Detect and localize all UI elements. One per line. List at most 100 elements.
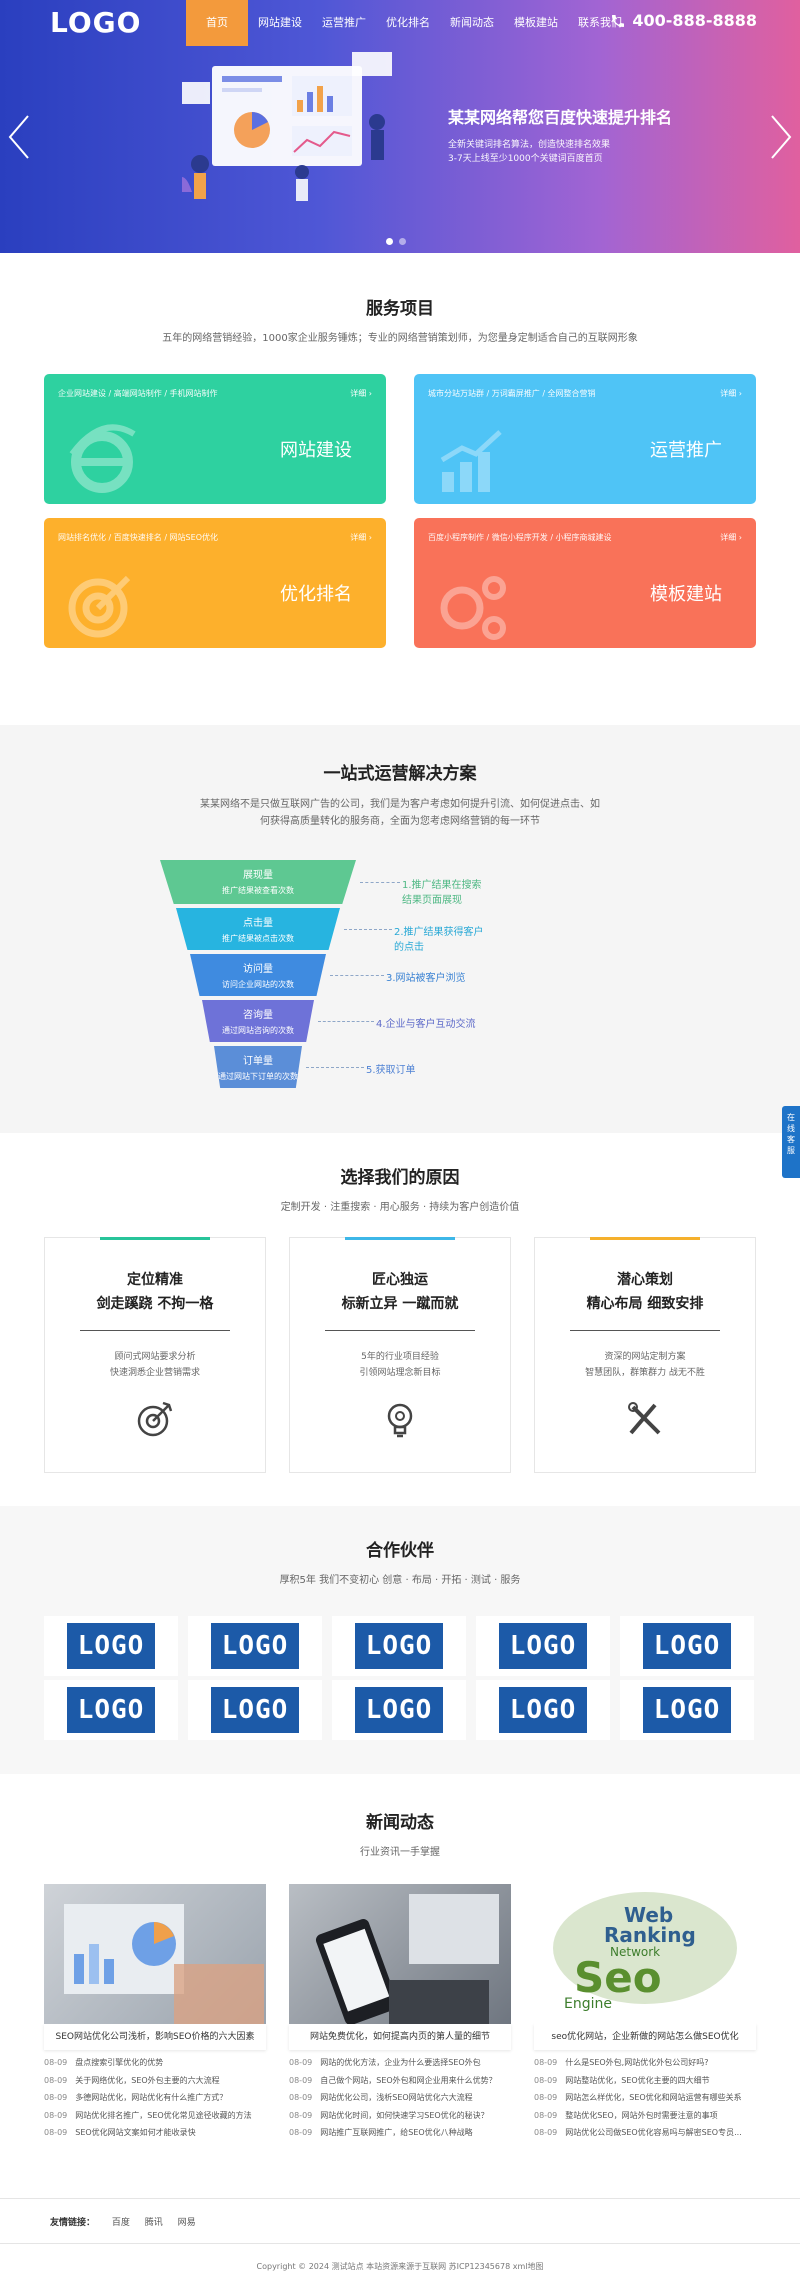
card-tags: 城市分站万站群 / 万词霸屏推广 / 全网整合营销: [428, 389, 596, 398]
partner-logo[interactable]: LOGO: [44, 1680, 178, 1740]
funnel-layer-4: 咨询量通过网站咨询的次数: [202, 1000, 314, 1042]
funnel-label-3: 3.网站被客户浏览: [386, 973, 466, 984]
phone-graphic: [315, 1894, 499, 2024]
news-title-text: 网站整站优化，SEO优化主要的四大细节: [565, 2075, 710, 2085]
card-more-link[interactable]: 详细 ›: [720, 389, 742, 398]
phone-icon: [612, 14, 625, 27]
nav-item-website[interactable]: 网站建设: [258, 16, 302, 29]
why-title: 选择我们的原因: [340, 1168, 460, 1188]
partner-logo-text: LOGO: [67, 1623, 155, 1669]
why-card-heading: 定位精准剑走蹊跷 不拘一格: [45, 1268, 265, 1316]
news-date: 08-09: [534, 2110, 558, 2120]
service-card-operation[interactable]: 城市分站万站群 / 万词霸屏推广 / 全网整合营销 详细 › 运营推广: [414, 374, 756, 504]
link-baidu[interactable]: 百度: [111, 2218, 130, 2228]
banner-line-1: 全新关键词排名算法，创造快速排名效果: [448, 140, 611, 150]
news-caption[interactable]: SEO网站优化公司浅析，影响SEO价格的六大因素: [44, 2024, 266, 2050]
news-caption[interactable]: 网站免费优化，如何提高内页的第人量的细节: [289, 2024, 511, 2050]
why-desc-2: 引领网站理念新目标: [359, 1368, 441, 1378]
service-card-website[interactable]: 企业网站建设 / 高端网站制作 / 手机网站制作 详细 › 网站建设: [44, 374, 386, 504]
service-card-template[interactable]: 百度小程序制作 / 微信小程序开发 / 小程序商城建设 详细 › 模板建站: [414, 518, 756, 648]
card-more-link[interactable]: 详细 ›: [350, 389, 372, 398]
layer-name: 展现量: [243, 870, 273, 881]
news-image-seo-wordcloud[interactable]: Web Ranking Network Seo Engine: [534, 1884, 756, 2024]
partner-logo[interactable]: LOGO: [620, 1616, 754, 1676]
nav-item-news[interactable]: 新闻动态: [450, 16, 494, 29]
nav-item-operation[interactable]: 运营推广: [322, 16, 366, 29]
target-icon: [68, 575, 131, 638]
why-heading-line-2: 剑走蹊跷 不拘一格: [96, 1296, 214, 1312]
why-heading-line-2: 精心布局 细致安排: [586, 1296, 704, 1312]
news-caption[interactable]: seo优化网站，企业新做的网站怎么做SEO优化: [534, 2024, 756, 2050]
news-date: 08-09: [289, 2093, 313, 2102]
funnel-layer-5: 订单量通过网站下订单的次数: [214, 1046, 302, 1088]
solution-text: 某某网络不是只做互联网广告的公司，我们是为客户考虑如何提升引流、如何促进点击、如…: [200, 799, 600, 827]
banner-dot-2[interactable]: [399, 238, 406, 245]
news-image-phone[interactable]: [289, 1884, 511, 2024]
service-card-ranking[interactable]: 网站排名优化 / 百度快速排名 / 网站SEO优化 详细 › 优化排名: [44, 518, 386, 648]
news-date: 08-09: [44, 2075, 68, 2085]
nav-item-contact[interactable]: 联系我们: [578, 16, 622, 29]
why-card-heading: 匠心独运标新立异 一蹴而就: [290, 1268, 510, 1316]
nav-item-home[interactable]: 首页: [186, 0, 248, 46]
news-title-text: 网站优化公司做SEO优化容易吗与解密SEO专员...: [565, 2128, 742, 2137]
news-title-text: SEO优化网站文案如何才能收录快: [75, 2128, 196, 2137]
banner-dot-1[interactable]: [386, 238, 393, 245]
nav-item-ranking[interactable]: 优化排名: [386, 16, 430, 29]
why-card-3: 潜心策划精心布局 细致安排 资深的网站定制方案 智慧团队，群策群力 战无不胜: [534, 1237, 756, 1473]
partner-logo[interactable]: LOGO: [188, 1616, 322, 1676]
news-title-text: 盘点搜索引擎优化的优势: [75, 2058, 164, 2067]
partner-logo-text: LOGO: [355, 1623, 443, 1669]
nav-item-template[interactable]: 模板建站: [514, 16, 558, 29]
link-netease[interactable]: 网易: [177, 2218, 196, 2228]
partner-logo-text: LOGO: [499, 1623, 587, 1669]
link-tencent[interactable]: 腾讯: [144, 2218, 163, 2228]
funnel-connector: [318, 1021, 374, 1022]
friendly-links-row: 友情链接： 百度 腾讯 网易: [50, 2215, 208, 2228]
funnel-label-1: 1.推广结果在搜索结果页面展现: [402, 880, 482, 906]
partner-logo[interactable]: LOGO: [476, 1616, 610, 1676]
links-label: 友情链接：: [50, 2218, 96, 2228]
news-title-text: 网站优化时间，如何快速学习SEO优化的秘诀？: [320, 2110, 489, 2120]
news-date: 08-09: [534, 2093, 558, 2102]
layer-desc: 推广结果被查看次数: [222, 886, 294, 895]
phone-text: 400-888-8888: [632, 11, 757, 30]
partner-logo[interactable]: LOGO: [44, 1616, 178, 1676]
news-title-text: 什么是SEO外包,网站优化外包公司好吗?: [565, 2058, 709, 2067]
partner-logo[interactable]: LOGO: [188, 1680, 322, 1740]
online-service-button[interactable]: 在线客服: [782, 1106, 800, 1178]
partner-logo[interactable]: LOGO: [620, 1680, 754, 1740]
chevron-right-icon[interactable]: [766, 112, 796, 162]
funnel-layer-2: 点击量推广结果被点击次数: [176, 908, 340, 950]
news-title-text: 网站的优化方法，企业为什么要选择SEO外包: [320, 2058, 481, 2067]
partner-logo[interactable]: LOGO: [332, 1680, 466, 1740]
design-tools-icon: [628, 1402, 661, 1435]
card-tags: 企业网站建设 / 高端网站制作 / 手机网站制作: [58, 389, 218, 398]
partner-logo[interactable]: LOGO: [332, 1616, 466, 1676]
chevron-left-icon[interactable]: [4, 112, 34, 162]
card-tags: 网站排名优化 / 百度快速排名 / 网站SEO优化: [58, 533, 218, 542]
site-logo[interactable]: LOGO: [50, 6, 142, 39]
card-more-link[interactable]: 详细 ›: [720, 533, 742, 542]
partner-logo[interactable]: LOGO: [476, 1680, 610, 1740]
news-title-text: 网站推广互联网推广，给SEO优化八种战略: [320, 2128, 473, 2137]
news-image-laptop-charts[interactable]: [44, 1884, 266, 2024]
funnel-diagram: 展现量推广结果被查看次数 点击量推广结果被点击次数 访问量访问企业网站的次数 咨…: [160, 860, 490, 1100]
card-more-link[interactable]: 详细 ›: [350, 533, 372, 542]
funnel-connector: [330, 975, 384, 976]
